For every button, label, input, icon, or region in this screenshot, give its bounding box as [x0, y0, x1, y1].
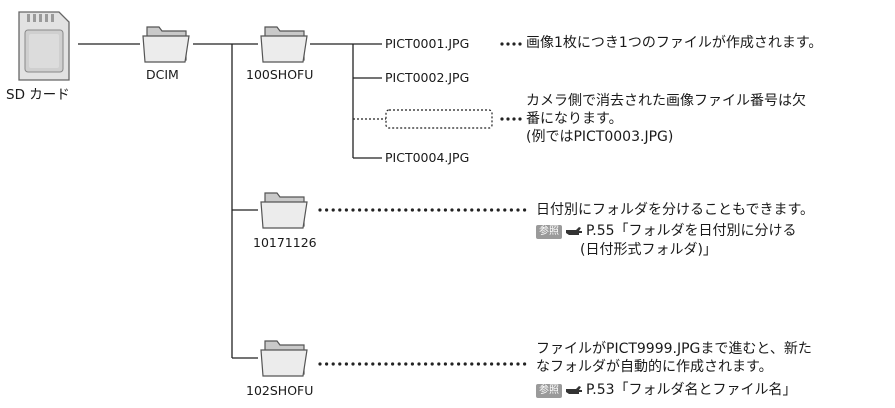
reference-date-folder: 参照 P.55「フォルダを日付別に分ける: [536, 223, 797, 240]
reference-date-text: P.55「フォルダを日付別に分ける: [586, 223, 797, 239]
leader-dots-deleted: [500, 117, 522, 121]
note-one-file-per-image: 画像1枚につき1つのファイルが作成されます。: [526, 35, 823, 51]
file-label: PICT0002.JPG: [385, 70, 470, 85]
folder-icon: [260, 192, 308, 229]
file-label: PICT0001.JPG: [385, 36, 470, 51]
sd-card-label: SD カード: [6, 87, 70, 103]
note-deleted-line2: 番になります。: [526, 111, 623, 127]
folder-icon: [260, 340, 308, 377]
pointing-hand-icon: [566, 227, 582, 235]
reference-date-line2: (日付形式フォルダ)」: [580, 242, 717, 258]
file-label: PICT0004.JPG: [385, 150, 470, 165]
leader-dots-101: [318, 208, 527, 212]
sd-card-icon: [18, 11, 70, 81]
reference-names-text: P.53「フォルダ名とファイル名」: [586, 382, 797, 398]
leader-dots-102: [318, 362, 527, 366]
note-date-folder: 日付別にフォルダを分けることもできます。: [536, 202, 815, 218]
leader-dots-file1: [500, 42, 522, 46]
reference-names: 参照 P.53「フォルダ名とファイル名」: [536, 382, 797, 399]
folder-102shofu-label: 102SHOFU: [246, 383, 314, 398]
note-new-folder-line2: なフォルダが自動的に作成されます。: [536, 359, 773, 375]
note-deleted-line1: カメラ側で消去された画像ファイル番号は欠: [526, 93, 806, 109]
folder-icon: [142, 26, 190, 63]
folder-100shofu-label: 100SHOFU: [246, 67, 314, 82]
note-new-folder-line1: ファイルがPICT9999.JPGまで進むと、新た: [536, 341, 812, 357]
dcim-folder-label: DCIM: [146, 67, 179, 82]
reference-badge: 参照: [536, 384, 562, 398]
reference-badge: 参照: [536, 225, 562, 239]
pointing-hand-icon: [566, 386, 582, 394]
folder-icon: [260, 26, 308, 63]
deleted-file-placeholder: [385, 109, 493, 129]
folder-10171126-label: 10171126: [253, 235, 317, 250]
note-deleted-line3: (例ではPICT0003.JPG): [526, 129, 674, 145]
